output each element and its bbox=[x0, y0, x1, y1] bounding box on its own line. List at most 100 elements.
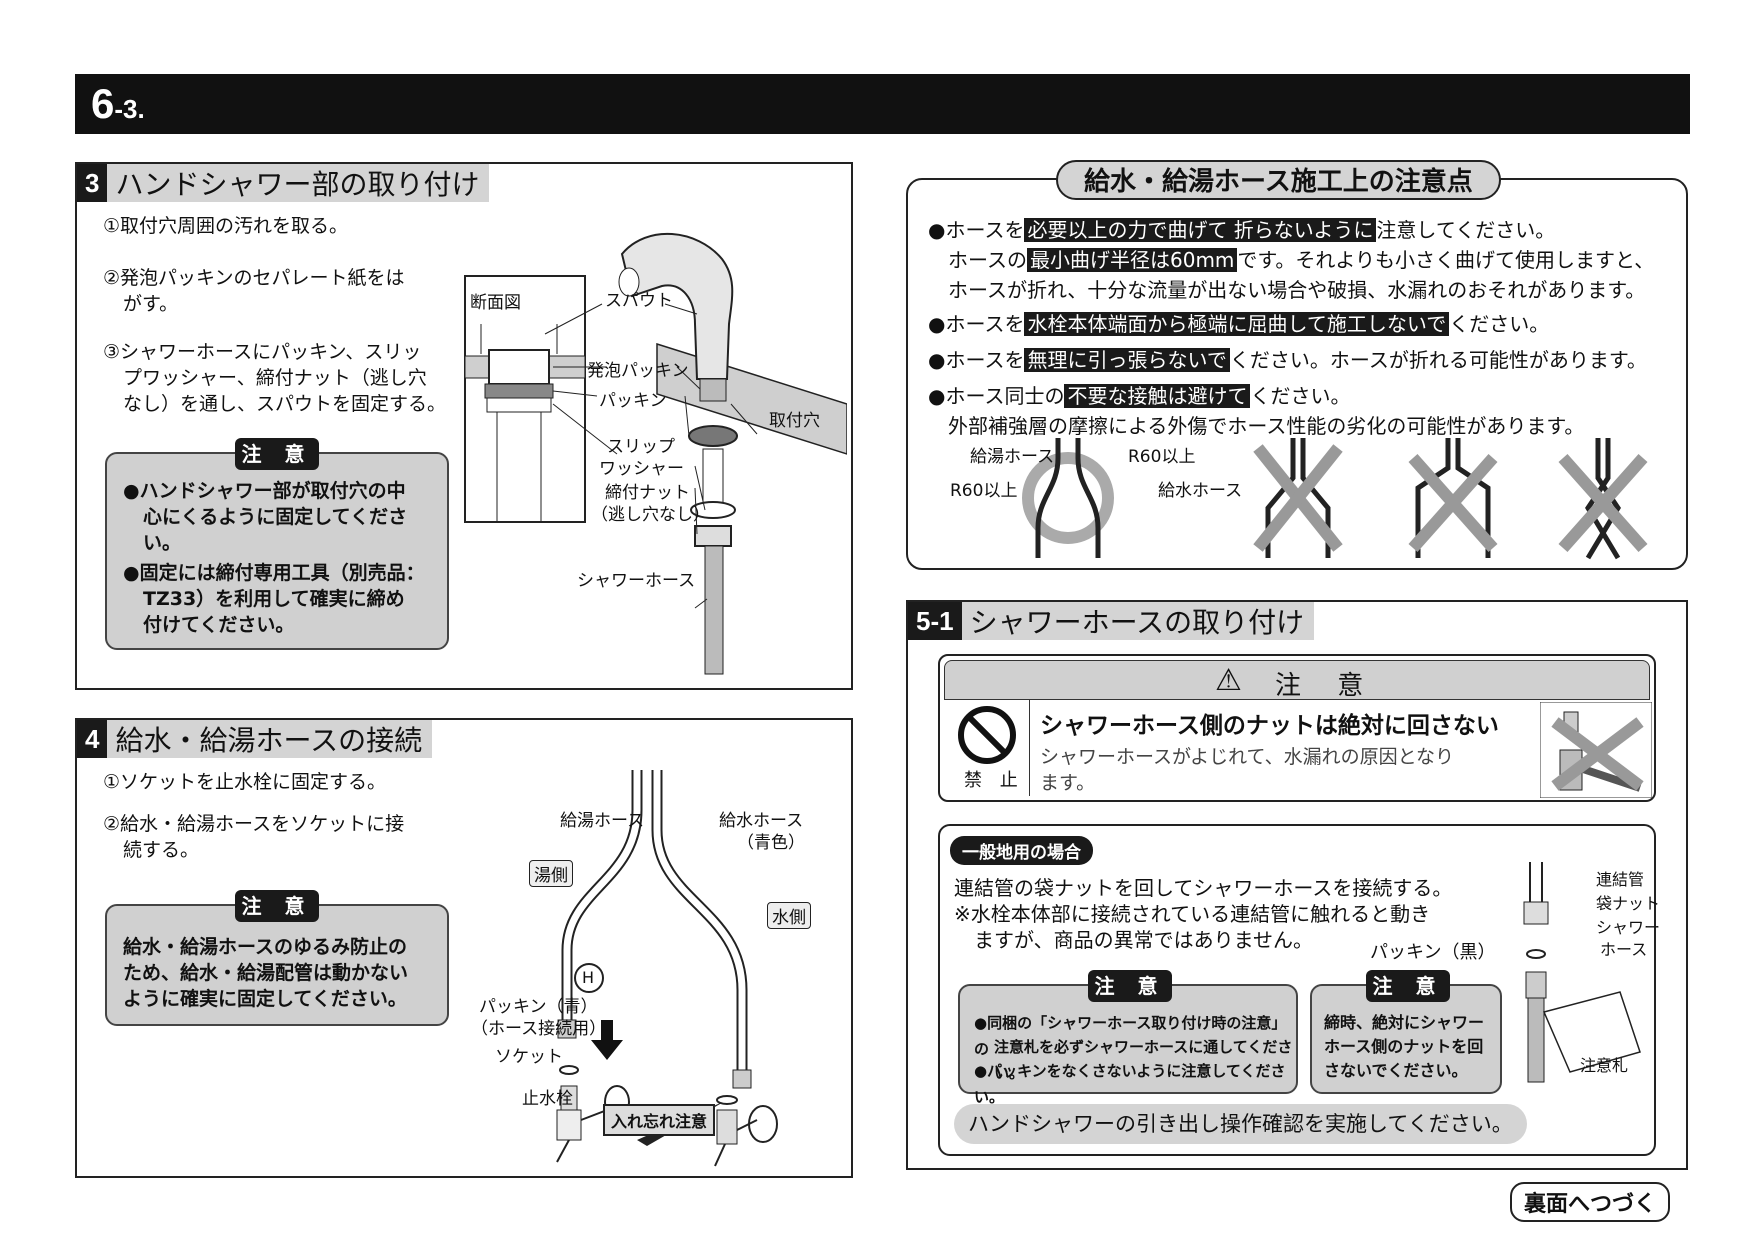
hose-bending-figure bbox=[1022, 438, 1648, 560]
caution-line: ●ハンドシャワー部が取付穴の中 bbox=[123, 480, 406, 502]
label-cold-hose: 給水ホース bbox=[719, 811, 804, 831]
note-5: ●ホースを無理に引っ張らないでください。ホースが折れる可能性があります。 bbox=[928, 348, 1647, 372]
warning-sub-1: シャワーホースがよじれて、水漏れの原因となり bbox=[1040, 746, 1455, 768]
step-3-line-2: プワッシャー、締付ナット（逃し穴 bbox=[123, 367, 427, 389]
header-number: 6-3. bbox=[91, 80, 145, 127]
caution-line: ●パッキンをなくさないように注意してください。 bbox=[974, 1062, 1286, 1106]
caution-line: 心にくるように固定してくださ bbox=[143, 506, 408, 528]
note-7: 外部補強層の摩擦による外傷でホース性能の劣化の可能性があります。 bbox=[948, 414, 1585, 438]
label-nut-2: （逃し穴なし） bbox=[591, 505, 710, 525]
caution-line: 締時、絶対にシャワー bbox=[1324, 1013, 1485, 1032]
section-header-bar: 6-3. bbox=[75, 74, 1690, 134]
label-shower-hose-1: シャワー bbox=[1596, 918, 1661, 937]
caution-line: ホース側のナットを回 bbox=[1324, 1037, 1484, 1056]
section-3-number: 3 bbox=[77, 164, 108, 202]
section-4-title: 給水・給湯ホースの接続 bbox=[115, 724, 423, 757]
shower-hose-connection-figure bbox=[1523, 862, 1641, 1083]
caution-line: 付けてください。 bbox=[143, 614, 295, 636]
caution-tab: 注 意 bbox=[235, 438, 319, 470]
section-3-box: 3 ハンドシャワー部の取り付け ①取付穴周囲の汚れを取る。 ②発泡パッキンのセパ… bbox=[75, 162, 853, 690]
section-5-1-box: 5-1 シャワーホースの取り付け ⚠ 注 意 禁 止 シャワーホース側のナットは… bbox=[906, 600, 1688, 1170]
caution-line: さないでください。 bbox=[1324, 1061, 1468, 1080]
label-bag-nut: 袋ナット bbox=[1596, 894, 1661, 913]
general-area-panel: 一般地用の場合 連結管の袋ナットを回してシャワーホースを接続する。 ※水栓本体部… bbox=[938, 824, 1660, 1156]
label-reminder: 入れ忘れ注意 bbox=[603, 1104, 716, 1136]
continue-tag: 裏面へつづく bbox=[1510, 1182, 1671, 1222]
step-2-line-1: ②給水・給湯ホースをソケットに接 bbox=[103, 813, 405, 835]
caution-tab: 注 意 bbox=[1366, 970, 1450, 1002]
section-5-1-title-bar: 5-1 シャワーホースの取り付け bbox=[908, 602, 1315, 640]
prohibit-label: 禁 止 bbox=[964, 770, 1024, 791]
caution-line: い。 bbox=[143, 532, 182, 554]
step-2-line-2: 続する。 bbox=[123, 839, 200, 861]
spout-installation-figure bbox=[464, 233, 847, 675]
section-3-caution: 注 意 ●ハンドシャワー部が取付穴の中 心にくるように固定してくださ い。 ●固… bbox=[105, 438, 449, 650]
wrench-prohibit-figure bbox=[1540, 702, 1652, 798]
label-hose-connection: （ホース接続用） bbox=[471, 1019, 607, 1039]
note-4: ●ホースを水栓本体端面から極端に屈曲して施工しないでください。 bbox=[928, 312, 1550, 336]
section-5-1-number: 5-1 bbox=[908, 602, 962, 640]
caution-tab: 注 意 bbox=[235, 890, 319, 922]
step-3-line-3: なし）を通し、スパウトを固定する。 bbox=[123, 393, 447, 415]
step-2-line-2: がす。 bbox=[123, 293, 179, 315]
caution-line: ため、給水・給湯配管は動かない bbox=[123, 962, 409, 984]
warning-header: ⚠ 注 意 bbox=[944, 660, 1650, 701]
warning-main: シャワーホース側のナットは絶対に回さない bbox=[1040, 713, 1499, 739]
general-line-2: ※水栓本体部に接続されている連結管に触れると動き bbox=[954, 902, 1431, 926]
section-3-title: ハンドシャワー部の取り付け bbox=[115, 168, 480, 201]
label-foam-packing: 発泡パッキン bbox=[587, 361, 689, 381]
caution-line: ●同梱の「シャワーホース取り付け時の注意」の bbox=[974, 1014, 1287, 1058]
label-cold-hose-color: （青色） bbox=[737, 833, 805, 853]
caution-line: 給水・給湯ホースのゆるみ防止の bbox=[123, 936, 408, 958]
section-3-title-bar: 3 ハンドシャワー部の取り付け bbox=[77, 164, 490, 202]
label-stop-valve: 止水栓 bbox=[522, 1089, 573, 1109]
label-packing-black: パッキン（黒） bbox=[1370, 942, 1496, 963]
label-slip-washer-1: スリップ bbox=[607, 437, 675, 457]
caution-line: TZ33）を利用して確実に締め bbox=[143, 588, 405, 610]
label-r60-top: R60以上 bbox=[1128, 447, 1196, 467]
label-r60-left: R60以上 bbox=[950, 481, 1018, 501]
step-1: ①ソケットを止水栓に固定する。 bbox=[103, 771, 387, 793]
caution-line: ように確実に固定してください。 bbox=[123, 988, 407, 1010]
label-hot-side: 湯側 bbox=[529, 860, 573, 887]
prohibit-area: 禁 止 bbox=[944, 700, 1030, 796]
label-hot-hose: 給湯ホース bbox=[970, 447, 1055, 467]
warning-title: 注 意 bbox=[1275, 671, 1378, 701]
label-slip-washer-2: ワッシャー bbox=[599, 459, 684, 479]
warning-sub-2: ます。 bbox=[1040, 772, 1096, 794]
warning-triangle-icon: ⚠ bbox=[1215, 663, 1242, 698]
section-4-box: 4 給水・給湯ホースの接続 ①ソケットを止水栓に固定する。 ②給水・給湯ホースを… bbox=[75, 718, 853, 1178]
step-2-line-1: ②発泡パッキンのセパレート紙をは bbox=[103, 267, 405, 289]
step-1: ①取付穴周囲の汚れを取る。 bbox=[103, 215, 349, 237]
caution-nut: 注 意 締時、絶対にシャワー ホース側のナットを回 さないでください。 bbox=[1310, 970, 1502, 1094]
label-shower-hose-2: ホース bbox=[1600, 940, 1648, 959]
label-mount-hole: 取付穴 bbox=[769, 411, 820, 431]
caution-tag: 注 意 ●同梱の「シャワーホース取り付け時の注意」の 注意札を必ずシャワーホース… bbox=[958, 970, 1298, 1106]
notes-title: 給水・給湯ホース施工上の注意点 bbox=[1056, 160, 1501, 200]
label-packing-blue: パッキン（青） bbox=[479, 997, 598, 1017]
label-cross-section: 断面図 bbox=[470, 293, 521, 313]
warning-panel: ⚠ 注 意 禁 止 シャワーホース側のナットは絶対に回さない シャワーホースがよ… bbox=[938, 654, 1656, 802]
label-pipe: 連結管 bbox=[1596, 870, 1645, 889]
label-shower-hose: シャワーホース bbox=[577, 571, 696, 591]
label-hot-hose: 給湯ホース bbox=[560, 811, 645, 831]
label-packing: パッキン bbox=[599, 391, 667, 411]
note-6: ●ホース同士の不要な接触は避けてください。 bbox=[928, 384, 1351, 408]
footer-instruction: ハンドシャワーの引き出し操作確認を実施してください。 bbox=[954, 1104, 1527, 1144]
hose-notes-box: 給水・給湯ホース施工上の注意点 ●ホースを必要以上の力で曲げて 折らないように注… bbox=[906, 160, 1688, 570]
label-caution-tag: 注意札 bbox=[1580, 1056, 1629, 1075]
label-cold-side: 水側 bbox=[767, 902, 811, 929]
h-mark: H bbox=[582, 968, 595, 987]
label-spout: スパウト bbox=[605, 291, 673, 311]
general-tag: 一般地用の場合 bbox=[950, 836, 1093, 865]
section-4-title-bar: 4 給水・給湯ホースの接続 bbox=[77, 720, 433, 758]
note-1: ●ホースを必要以上の力で曲げて 折らないように注意してください。 bbox=[928, 218, 1556, 242]
prohibit-icon bbox=[958, 706, 1016, 764]
caution-line: ●固定には締付専用工具（別売品： bbox=[123, 562, 425, 584]
general-line-1: 連結管の袋ナットを回してシャワーホースを接続する。 bbox=[954, 876, 1453, 900]
section-5-1-title: シャワーホースの取り付け bbox=[969, 606, 1305, 639]
label-socket: ソケット bbox=[495, 1047, 563, 1067]
caution-line: 注意札を必ずシャワーホースに通してください。 bbox=[994, 1038, 1293, 1082]
label-cold-hose: 給水ホース bbox=[1158, 481, 1243, 501]
